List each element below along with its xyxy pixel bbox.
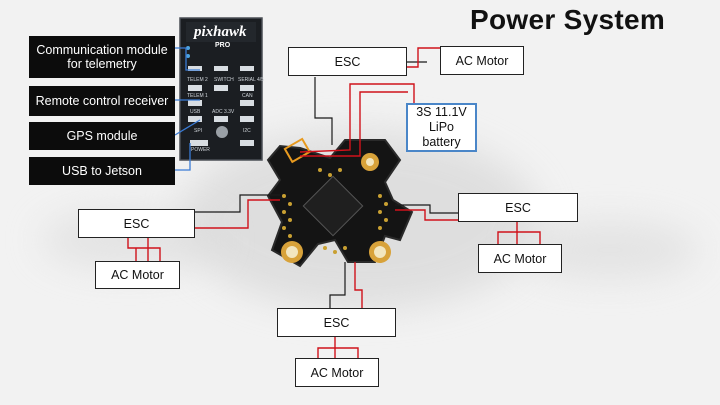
pixhawk-port-label: USB bbox=[190, 109, 201, 115]
motor-bottom-box: AC Motor bbox=[295, 358, 379, 387]
pixhawk-port-label: POWER bbox=[191, 147, 210, 153]
power-wires bbox=[127, 47, 541, 358]
pixhawk-port-label: SWITCH bbox=[214, 77, 234, 83]
motor-top-box: AC Motor bbox=[440, 46, 524, 75]
gps-module-box: GPS module bbox=[29, 122, 175, 150]
pixhawk-flight-controller bbox=[179, 17, 263, 161]
pixhawk-port-label: CAN bbox=[242, 93, 253, 99]
peripheral-links bbox=[174, 47, 201, 171]
pixhawk-port-label: SERIAL 4/5 bbox=[238, 77, 264, 83]
motor-right-box: AC Motor bbox=[478, 244, 562, 273]
pixhawk-port-label: I2C bbox=[243, 128, 251, 134]
signal-wires bbox=[195, 61, 458, 308]
esc-right-box: ESC bbox=[458, 193, 578, 222]
page-title: Power System bbox=[470, 4, 666, 35]
usb-to-jetson-box: USB to Jetson bbox=[29, 157, 175, 185]
pixhawk-port-label: ADC 3.3V bbox=[212, 109, 235, 115]
esc-bottom-box: ESC bbox=[277, 308, 396, 337]
esc-top-box: ESC bbox=[288, 47, 407, 76]
pixhawk-port-label: SPI bbox=[194, 128, 203, 134]
pixhawk-port-label: TELEM 2 bbox=[187, 77, 208, 83]
power-distribution-board bbox=[266, 137, 414, 268]
pixhawk-model-label: PRO bbox=[215, 42, 231, 49]
lipo-battery-box: 3S 11.1V LiPo battery bbox=[406, 103, 477, 152]
telemetry-module-box: Communication module for telemetry bbox=[29, 36, 175, 78]
motor-left-box: AC Motor bbox=[95, 261, 180, 289]
pixhawk-port-label: TELEM 1 bbox=[187, 93, 208, 99]
esc-left-box: ESC bbox=[78, 209, 195, 238]
pixhawk-brand-label: pixhawk bbox=[194, 24, 247, 40]
rc-receiver-box: Remote control receiver bbox=[29, 86, 175, 116]
